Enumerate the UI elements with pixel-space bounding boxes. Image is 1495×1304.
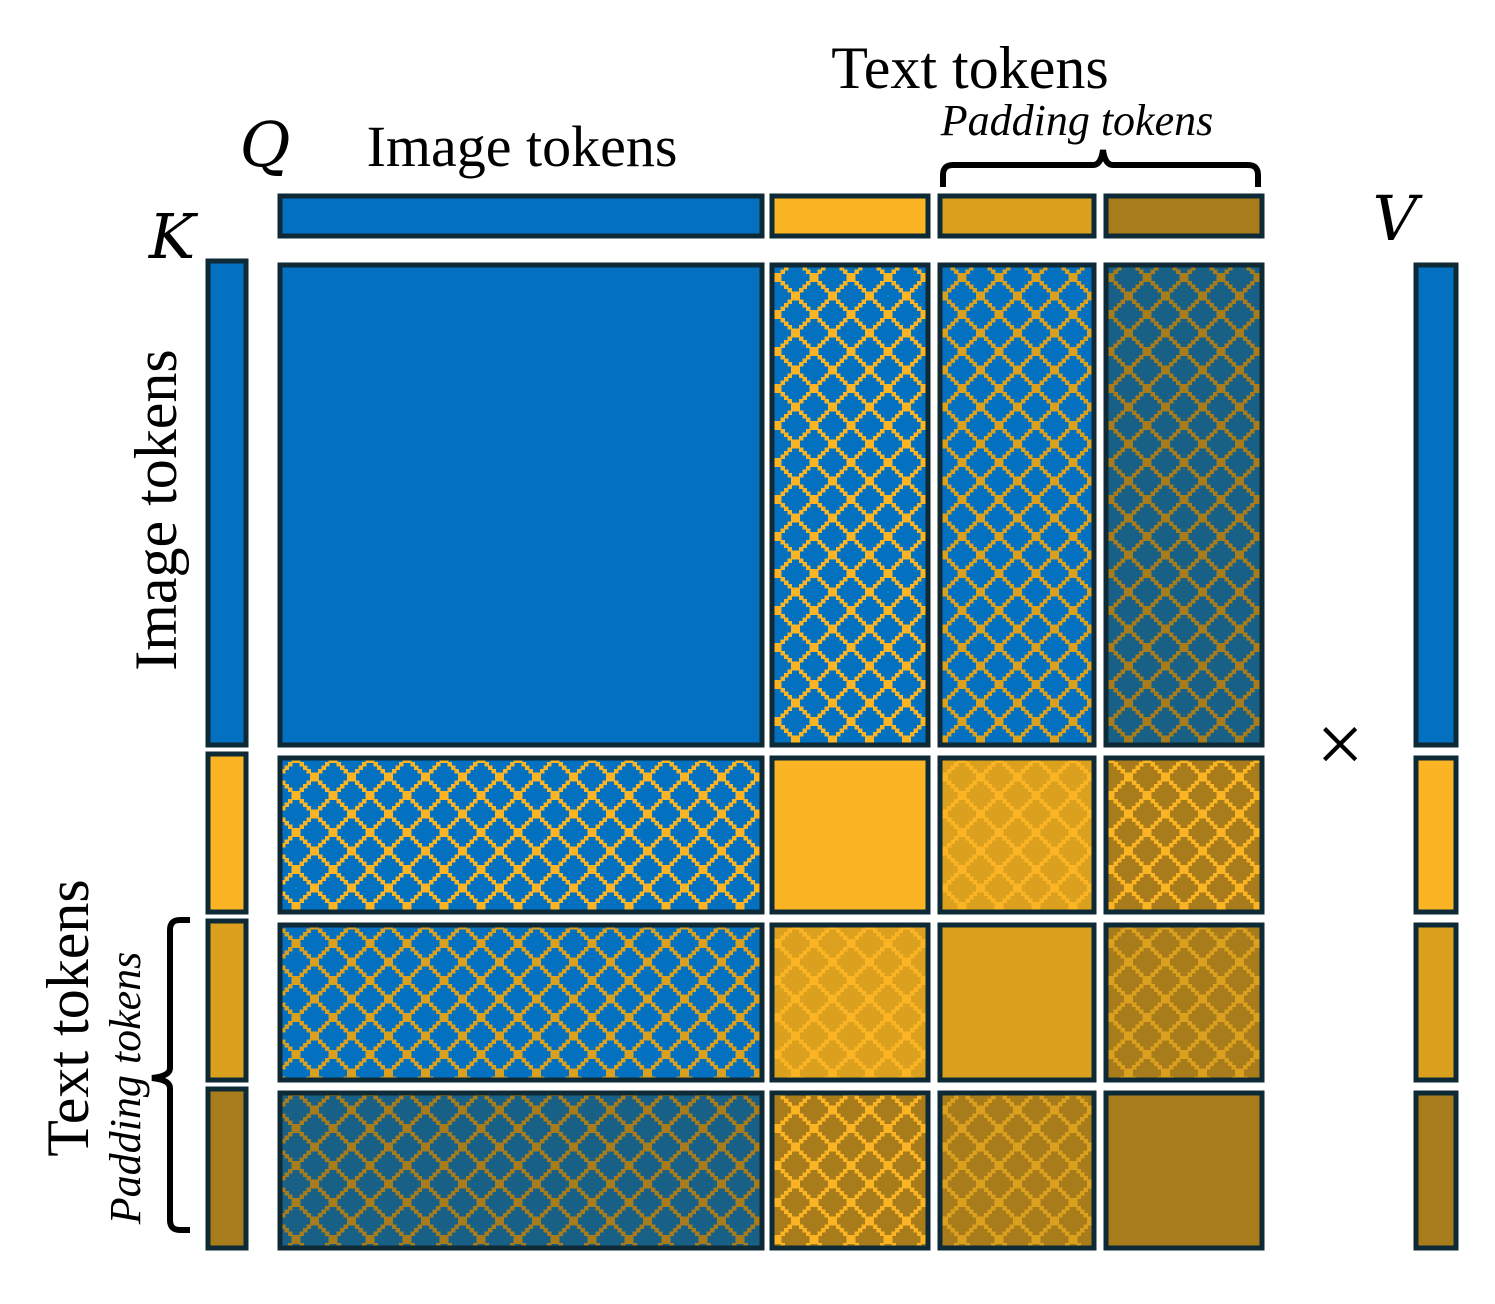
matrix-cell-r3-c2	[937, 1090, 1097, 1251]
cell-pattern	[1106, 265, 1262, 745]
cell-border	[277, 922, 765, 1083]
matrix-cell-r0-c3	[1103, 262, 1265, 748]
cell-border	[277, 755, 765, 915]
cell-pattern	[280, 758, 762, 912]
q-token-pad2	[1103, 193, 1265, 239]
left-image-tokens-label: Image tokens	[123, 349, 189, 671]
cell-border	[769, 1090, 931, 1251]
cell-pattern	[940, 758, 1094, 912]
v-token-text	[1413, 755, 1459, 915]
matrix-cell-r0-c0	[277, 262, 765, 748]
cell-border	[277, 1090, 765, 1251]
left-padding-brace	[151, 917, 190, 1233]
attention-matrix	[277, 262, 1265, 1251]
q-token-text	[769, 193, 931, 239]
cell-pattern	[280, 925, 762, 1080]
left-text-tokens-label: Text tokens	[35, 879, 101, 1156]
top-padding-brace	[940, 149, 1261, 187]
cell-fill	[940, 925, 1094, 1080]
cell-border	[937, 755, 1097, 915]
cell-pattern	[772, 1093, 928, 1248]
cell-border	[937, 262, 1097, 748]
matrix-cell-r0-c2	[937, 262, 1097, 748]
matrix-cell-r1-c1	[769, 755, 931, 915]
matrix-cell-r2-c2	[937, 922, 1097, 1083]
matrix-cell-r3-c1	[769, 1090, 931, 1251]
v-symbol: V	[1373, 182, 1424, 255]
v-token-pad2	[1413, 1090, 1459, 1251]
cell-fill	[280, 265, 762, 745]
matrix-cell-r1-c2	[937, 755, 1097, 915]
q-symbol: Q	[240, 108, 291, 181]
cell-border	[937, 922, 1097, 1083]
multiply-symbol: ×	[1316, 698, 1363, 791]
cell-border	[1103, 262, 1265, 748]
k-token-column	[205, 258, 249, 1251]
q-token-row	[277, 193, 1265, 239]
cell-border	[1103, 1090, 1265, 1251]
k-symbol: K	[148, 200, 199, 273]
cell-border	[1103, 922, 1265, 1083]
matrix-cell-r1-c3	[1103, 755, 1265, 915]
matrix-cell-r3-c0	[277, 1090, 765, 1251]
cell-border	[769, 262, 931, 748]
left-padding-tokens-label: Padding tokens	[101, 952, 150, 1226]
k-token-pad1	[205, 918, 249, 1083]
cell-border	[769, 755, 931, 915]
matrix-cell-r0-c1	[769, 262, 931, 748]
cell-pattern	[772, 265, 928, 745]
k-token-image	[205, 258, 249, 748]
cell-fill	[1106, 1093, 1262, 1248]
cell-pattern	[772, 925, 928, 1080]
matrix-cell-r2-c1	[769, 922, 931, 1083]
top-image-tokens-label: Image tokens	[367, 114, 678, 179]
v-token-image	[1413, 262, 1459, 748]
k-token-text	[205, 751, 249, 915]
cell-pattern	[280, 1093, 762, 1248]
matrix-cell-r2-c0	[277, 922, 765, 1083]
q-token-pad1	[937, 193, 1097, 239]
v-token-column	[1413, 262, 1459, 1251]
matrix-cell-r2-c3	[1103, 922, 1265, 1083]
matrix-cell-r1-c0	[277, 755, 765, 915]
top-text-tokens-label: Text tokens	[831, 35, 1108, 101]
cell-fill	[772, 758, 928, 912]
cell-border	[1103, 755, 1265, 915]
cell-pattern	[940, 265, 1094, 745]
cell-border	[937, 1090, 1097, 1251]
cell-border	[277, 262, 765, 748]
v-token-pad1	[1413, 922, 1459, 1083]
q-token-image	[277, 193, 765, 239]
cell-pattern	[940, 1093, 1094, 1248]
top-padding-tokens-label: Padding tokens	[940, 96, 1214, 145]
k-token-pad2	[205, 1086, 249, 1251]
cell-pattern	[1106, 925, 1262, 1080]
cell-pattern	[1106, 758, 1262, 912]
matrix-cell-r3-c3	[1103, 1090, 1265, 1251]
cell-border	[769, 922, 931, 1083]
